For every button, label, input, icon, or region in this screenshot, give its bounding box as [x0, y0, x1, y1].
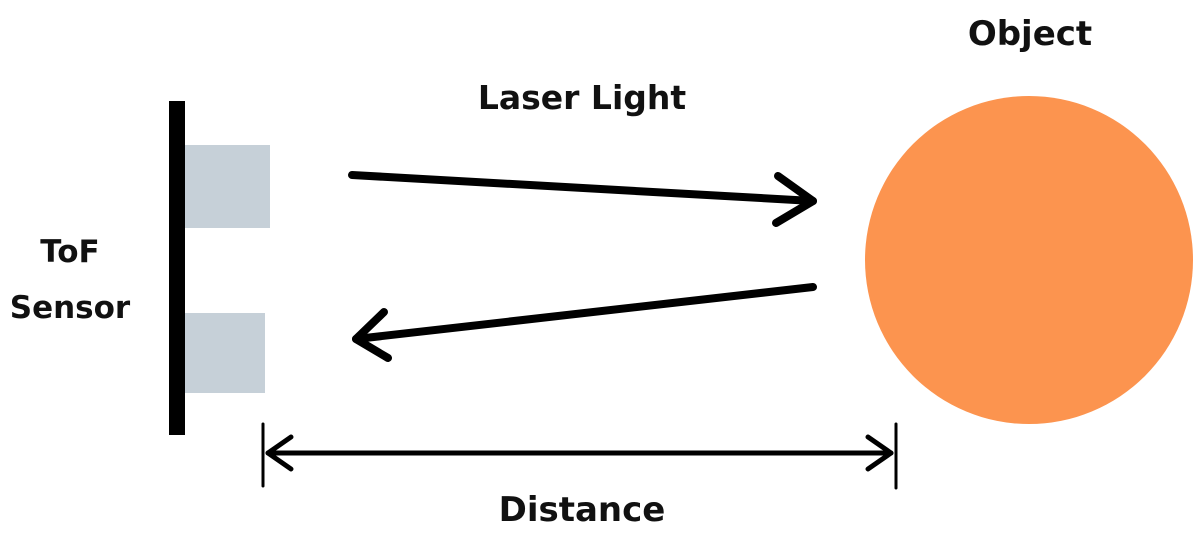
tof-sensor-label: ToF Sensor	[0, 224, 140, 336]
object-label: Object	[967, 14, 1093, 54]
reflected-laser-arrow	[352, 283, 817, 362]
object-circle	[865, 96, 1193, 424]
distance-arrowhead-right	[865, 434, 894, 472]
tof-sensor-label-line2: Sensor	[9, 290, 131, 326]
sensor-bar	[169, 101, 185, 435]
outgoing-laser-arrow	[348, 171, 817, 227]
distance-label: Distance	[498, 490, 666, 530]
receiver-block	[185, 313, 265, 393]
laser-light-label: Laser Light	[477, 78, 687, 117]
emitter-block	[185, 145, 270, 228]
tof-sensor-label-line1: ToF	[40, 234, 100, 270]
distance-arrowhead-left	[265, 434, 294, 472]
distance-dimension	[261, 422, 898, 490]
